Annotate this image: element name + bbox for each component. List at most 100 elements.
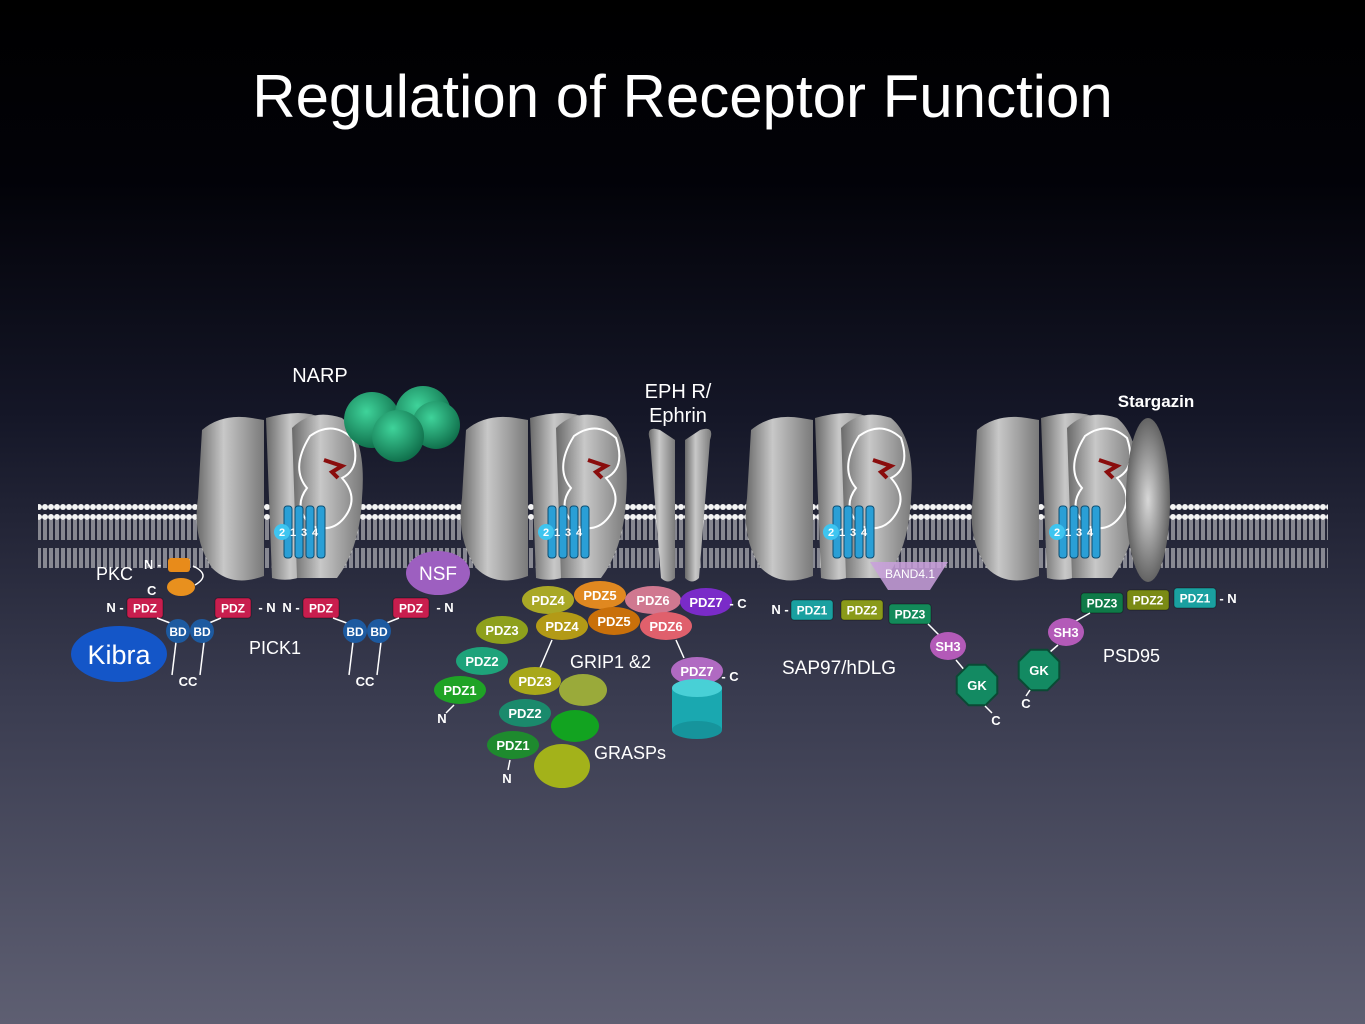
subunit-label: 4 (1087, 527, 1094, 539)
sap97-c-terminal: C (991, 713, 1001, 728)
tm-helix (294, 505, 304, 559)
linker (199, 641, 205, 676)
subunit-label: 4 (312, 527, 319, 539)
eph-receptor (648, 428, 712, 582)
subunit-label: 3 (850, 527, 856, 539)
grip-b-pdz6 (640, 612, 692, 640)
tm-helix (558, 505, 568, 559)
ligand-binding-fold (847, 427, 906, 530)
grasp-globule-1 (559, 674, 607, 706)
bd-domain-right-label: BD (193, 625, 211, 639)
psd95-pdz3 (1080, 592, 1124, 614)
linker (171, 641, 177, 676)
tm-helix (569, 505, 579, 559)
narp-cluster (344, 386, 460, 462)
receptor-subunit-left (460, 416, 528, 581)
subunit-label: 2 (279, 527, 285, 539)
grip-b-pdz4-label: PDZ4 (545, 619, 579, 634)
subunit-label: 2 (543, 527, 549, 539)
tm-helix (580, 505, 590, 559)
grip-a-pdz1-label: PDZ1 (443, 683, 476, 698)
helix-bead (538, 524, 554, 540)
linker (1025, 689, 1031, 697)
nsf-label: NSF (419, 564, 457, 585)
linker (984, 705, 993, 714)
psd95-gk (1017, 648, 1061, 692)
pdz-domain-right (392, 597, 430, 619)
subunit-label: 1 (554, 527, 560, 539)
receptor-subunit-left (196, 416, 264, 581)
nsf-protein (406, 551, 470, 595)
grip-b-c-terminal: - C (721, 669, 739, 684)
grip-a-pdz4 (522, 586, 574, 614)
subunit-label: 4 (576, 527, 583, 539)
pdz-domain-right (214, 597, 252, 619)
n-terminal-right: - N (258, 600, 275, 615)
ligand-icon (1098, 458, 1122, 480)
bd-domain-left (343, 619, 367, 643)
grasp-pdz2 (499, 699, 551, 727)
receptor-subunit-left (971, 416, 1039, 581)
grasp-pdz1-label: PDZ1 (496, 738, 529, 753)
pkc-label: PKC (96, 564, 133, 584)
psd95-pdz2-label: PDZ2 (1133, 594, 1164, 608)
sap97-gk (955, 663, 999, 707)
grip-a-pdz7-label: PDZ7 (689, 595, 722, 610)
kibra-protein (71, 626, 167, 682)
sap97-sh3-label: SH3 (935, 639, 960, 654)
linker (539, 639, 553, 669)
tm-helix (854, 505, 864, 559)
sap97-n-terminal: N - (771, 602, 788, 617)
grip-a-pdz5 (574, 581, 626, 609)
grip-a-pdz4-label: PDZ4 (531, 593, 565, 608)
subunit-label: 2 (828, 527, 834, 539)
ligand-icon (587, 458, 611, 480)
sap97-pdz1 (790, 599, 834, 621)
bd-domain-left (166, 619, 190, 643)
sap97-gk-label: GK (967, 678, 987, 693)
grip-b-pdz7 (671, 657, 723, 685)
grip-a-pdz5-label: PDZ5 (583, 588, 616, 603)
pkc-n-terminal: N - (144, 557, 161, 572)
sap97-label: SAP97/hDLG (782, 658, 896, 679)
ligand-binding-fold (1073, 427, 1132, 530)
grasp-n-terminal: N (502, 771, 511, 786)
linker (927, 623, 941, 637)
cc-terminal: CC (356, 674, 375, 689)
sap97-pdz3-label: PDZ3 (895, 608, 926, 622)
tm-helix (1069, 505, 1079, 559)
grip-a-n-terminal: N (437, 711, 446, 726)
grasp-pdz3 (509, 667, 561, 695)
band41-label: BAND4.1 (885, 567, 935, 581)
subunit-label: 1 (1065, 527, 1071, 539)
grip-a-pdz6 (625, 586, 681, 614)
tm-helix (1080, 505, 1090, 559)
sap97-pdz1-label: PDZ1 (797, 604, 828, 618)
stargazin-label: Stargazin (1118, 392, 1195, 411)
psd95-sh3 (1048, 618, 1084, 646)
grip-a-pdz1 (434, 676, 486, 704)
psd95-pdz3-label: PDZ3 (1087, 597, 1118, 611)
eph-label-line1: EPH R/ (645, 381, 712, 403)
linker (376, 641, 382, 676)
pdz-domain-right-label: PDZ (221, 602, 245, 616)
psd95-c-terminal: C (1021, 696, 1031, 711)
pick1-label: PICK1 (249, 638, 301, 658)
linker (507, 759, 511, 771)
grip-a-c-terminal: - C (729, 596, 747, 611)
pkc-domain-1 (168, 558, 190, 572)
bd-domain-left-label: BD (346, 625, 364, 639)
subunit-label: 1 (839, 527, 845, 539)
grip-b-pdz5-label: PDZ5 (597, 614, 630, 629)
cylinder-protein (672, 679, 722, 739)
tm-helix (316, 505, 326, 559)
grasp-globule-3 (534, 744, 590, 788)
grip-a-pdz3 (476, 616, 528, 644)
n-terminal-left: N - (282, 600, 299, 615)
stargazin-protein (1126, 418, 1170, 582)
